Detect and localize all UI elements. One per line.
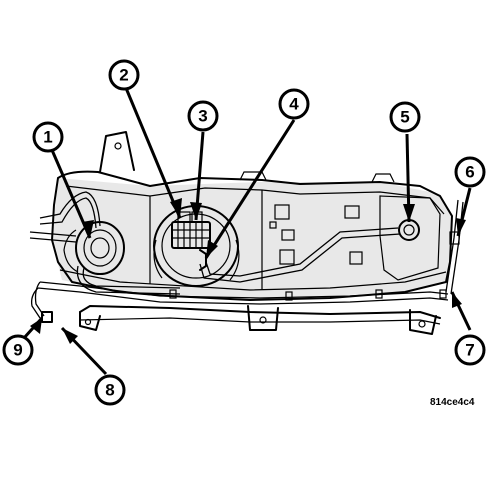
arrowhead-4: [206, 240, 218, 258]
callout-9: 9: [2, 334, 34, 366]
arrowhead-7: [452, 292, 462, 308]
svg-text:7: 7: [465, 341, 474, 360]
arrowheads: [30, 198, 466, 344]
callout-7: 7: [454, 334, 486, 366]
arrowhead-6: [456, 218, 466, 236]
fuel-tank: [51, 131, 453, 301]
callout-1: 1: [32, 121, 64, 153]
svg-text:4: 4: [289, 95, 299, 114]
svg-text:8: 8: [105, 381, 114, 400]
callout-6: 6: [454, 156, 486, 188]
svg-text:9: 9: [13, 341, 22, 360]
leader-4: [204, 119, 296, 259]
mounting-strap: [79, 305, 441, 335]
figure-id: 814ce4c4: [430, 397, 475, 408]
arrowhead-9: [30, 318, 42, 334]
callout-5: 5: [389, 101, 421, 133]
arrowhead-3: [190, 202, 202, 220]
fuel-lines: [29, 191, 464, 323]
svg-text:1: 1: [43, 128, 52, 147]
arrowhead-5: [403, 204, 415, 222]
svg-text:5: 5: [400, 108, 409, 127]
callouts: 1 2 3 4 5 6 7 8: [2, 59, 486, 406]
arrowhead-2: [170, 198, 182, 218]
arrowhead-1: [82, 220, 94, 238]
svg-text:2: 2: [119, 66, 128, 85]
callout-3: 3: [187, 100, 219, 132]
svg-text:3: 3: [198, 107, 207, 126]
callout-2: 2: [108, 59, 140, 91]
callout-8: 8: [94, 374, 126, 406]
arrowhead-8: [62, 328, 78, 344]
callout-4: 4: [278, 88, 310, 120]
leader-2: [124, 87, 182, 219]
svg-text:6: 6: [465, 163, 474, 182]
